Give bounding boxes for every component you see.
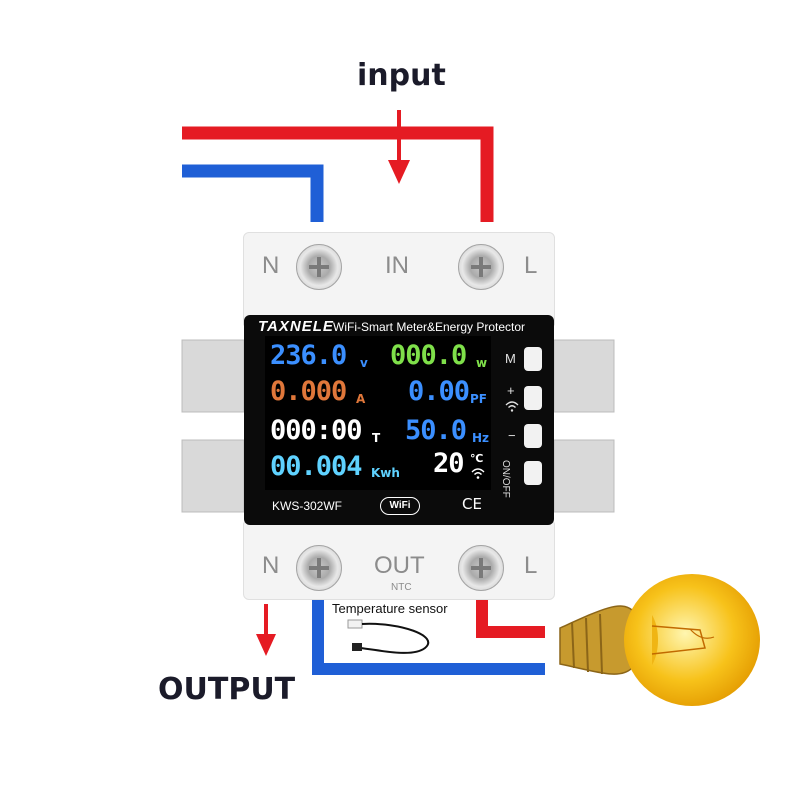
din-rail-right xyxy=(553,339,615,413)
terminal-label-l-in: L xyxy=(524,252,538,279)
terminal-label-l-out: L xyxy=(524,552,538,579)
device-top-housing xyxy=(243,232,555,326)
energy-reading: 00.004 xyxy=(270,451,363,482)
ce-mark: CE xyxy=(462,495,482,513)
temperature-probe-icon xyxy=(347,619,429,654)
din-rail-left-lower xyxy=(181,439,245,513)
power-button[interactable] xyxy=(524,461,542,485)
voltage-reading: 236.0 xyxy=(270,340,347,371)
neutral-wire-out xyxy=(312,600,545,675)
mode-button[interactable] xyxy=(524,347,542,371)
model-number: KWS-302WF xyxy=(272,499,343,513)
terminal-label-n-out: N xyxy=(262,552,280,579)
terminal-label-in: IN xyxy=(385,252,409,279)
wifi-signal-icon xyxy=(505,401,519,412)
screw-terminal-n-out[interactable] xyxy=(296,545,342,591)
voltage-unit: v xyxy=(360,356,368,370)
plus-button[interactable] xyxy=(524,386,542,410)
input-heading: input xyxy=(357,58,446,93)
screw-terminal-l-out[interactable] xyxy=(458,545,504,591)
live-wire-out xyxy=(476,600,545,638)
din-rail-right-lower xyxy=(553,439,615,513)
power-unit: w xyxy=(476,356,488,370)
neutral-wire-in xyxy=(182,164,324,222)
minus-button[interactable] xyxy=(524,424,542,448)
power-factor-unit: PF xyxy=(470,392,487,406)
terminal-label-n-in: N xyxy=(262,252,280,279)
current-reading: 0.000 xyxy=(270,376,347,407)
lcd-display xyxy=(265,336,491,490)
wifi-badge: WiFi xyxy=(380,497,420,515)
plus-button-label: + xyxy=(507,383,515,398)
minus-button-label: − xyxy=(508,428,516,443)
energy-unit: Kwh xyxy=(371,466,400,480)
wifi-signal-icon xyxy=(471,468,485,479)
frequency-unit: Hz xyxy=(472,431,490,445)
temperature-reading: 20 xyxy=(433,448,465,479)
light-bulb-icon xyxy=(559,574,760,706)
arrow-down-icon xyxy=(256,604,276,656)
current-unit: A xyxy=(356,392,366,406)
din-rail-left xyxy=(181,339,245,413)
screw-terminal-l-in[interactable] xyxy=(458,244,504,290)
output-heading: OUTPUT xyxy=(158,672,296,707)
live-wire-in xyxy=(182,126,494,222)
mode-button-label: M xyxy=(505,351,516,366)
time-reading: 000:00 xyxy=(270,415,363,446)
brand-logo: TAXNELE xyxy=(258,318,334,335)
power-factor-reading: 0.00 xyxy=(408,376,470,407)
frequency-reading: 50.0 xyxy=(405,415,467,446)
temperature-sensor-label: Temperature sensor xyxy=(332,601,448,616)
terminal-label-out: OUT xyxy=(374,552,425,579)
product-title: WiFi-Smart Meter&Energy Protector xyxy=(333,320,526,334)
power-reading: 000.0 xyxy=(390,340,467,371)
temperature-unit: ℃ xyxy=(470,452,484,465)
arrow-down-icon xyxy=(388,110,410,184)
screw-terminal-n-in[interactable] xyxy=(296,244,342,290)
power-button-label: ON/OFF xyxy=(500,460,511,498)
ntc-label: NTC xyxy=(391,582,412,593)
time-unit: T xyxy=(372,431,381,445)
